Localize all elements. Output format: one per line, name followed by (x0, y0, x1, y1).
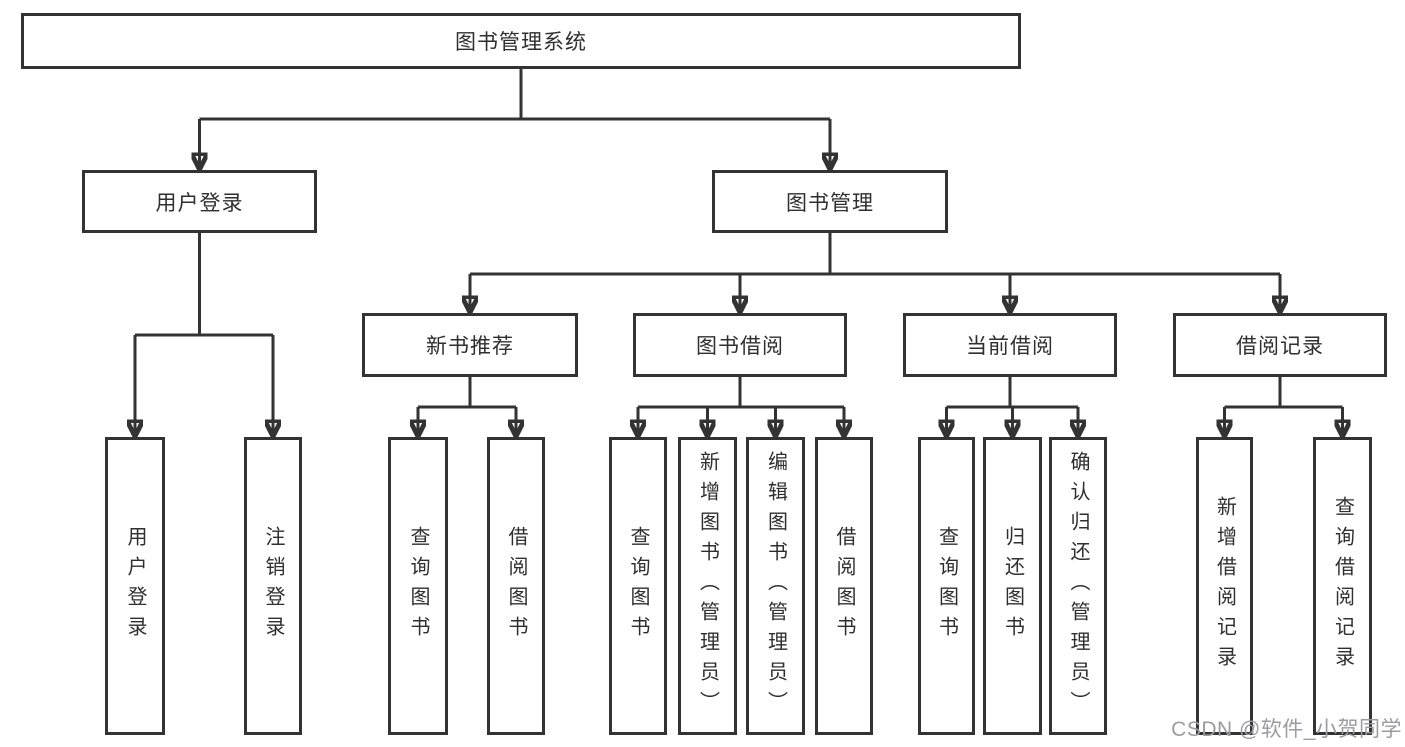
leaf-return-books-label: 归还图书 (1001, 526, 1024, 646)
leaf-recommend-borrow-books-label: 借阅图书 (505, 526, 527, 646)
node-user-login: 用户登录 (82, 170, 317, 233)
leaf-borrow-query-books-label: 查询图书 (627, 526, 649, 646)
node-library-system: 图书管理系统 (21, 13, 1021, 69)
node-current-borrow-label: 当前借阅 (966, 335, 1054, 358)
node-borrow-records: 借阅记录 (1173, 313, 1387, 377)
leaf-query-borrow-record: 查询借阅记录 (1313, 437, 1372, 735)
leaf-borrow-borrow-books-label: 借阅图书 (833, 526, 855, 646)
leaf-edit-books-admin-label: 编辑图书（管理员） (764, 451, 787, 721)
leaf-recommend-query-books: 查询图书 (388, 437, 448, 735)
leaf-recommend-query-books-label: 查询图书 (407, 526, 429, 646)
leaf-return-books: 归还图书 (983, 437, 1042, 735)
node-book-borrow: 图书借阅 (633, 313, 847, 377)
node-book-borrow-label: 图书借阅 (696, 335, 784, 358)
leaf-user-login: 用户登录 (105, 437, 165, 735)
leaf-recommend-borrow-books: 借阅图书 (487, 437, 545, 735)
leaf-add-books-admin: 新增图书（管理员） (678, 437, 737, 735)
leaf-logout-login: 注销登录 (244, 437, 302, 735)
leaf-current-query-books: 查询图书 (918, 437, 975, 735)
leaf-add-borrow-record: 新增借阅记录 (1196, 437, 1253, 735)
node-book-management-label: 图书管理 (786, 191, 874, 215)
leaf-confirm-return-admin-label: 确认归还（管理员） (1067, 451, 1089, 721)
node-book-management: 图书管理 (712, 170, 948, 233)
node-library-system-label: 图书管理系统 (455, 31, 587, 54)
leaf-query-borrow-record-label: 查询借阅记录 (1331, 496, 1354, 676)
leaf-confirm-return-admin: 确认归还（管理员） (1049, 437, 1107, 735)
node-borrow-records-label: 借阅记录 (1236, 335, 1324, 358)
node-current-borrow: 当前借阅 (903, 313, 1117, 377)
leaf-add-books-admin-label: 新增图书（管理员） (696, 451, 719, 721)
leaf-user-login-label: 用户登录 (124, 526, 146, 646)
node-user-login-label: 用户登录 (155, 191, 244, 215)
leaf-borrow-borrow-books: 借阅图书 (815, 437, 873, 735)
node-new-book-recommend: 新书推荐 (362, 313, 578, 377)
leaf-add-borrow-record-label: 新增借阅记录 (1213, 496, 1236, 676)
leaf-logout-login-label: 注销登录 (262, 526, 284, 646)
csdn-watermark: CSDN @软件_小贺同学 (1171, 718, 1402, 741)
node-new-book-recommend-label: 新书推荐 (426, 335, 514, 358)
leaf-current-query-books-label: 查询图书 (935, 526, 958, 646)
leaf-borrow-query-books: 查询图书 (609, 437, 667, 735)
leaf-edit-books-admin: 编辑图书（管理员） (746, 437, 805, 735)
